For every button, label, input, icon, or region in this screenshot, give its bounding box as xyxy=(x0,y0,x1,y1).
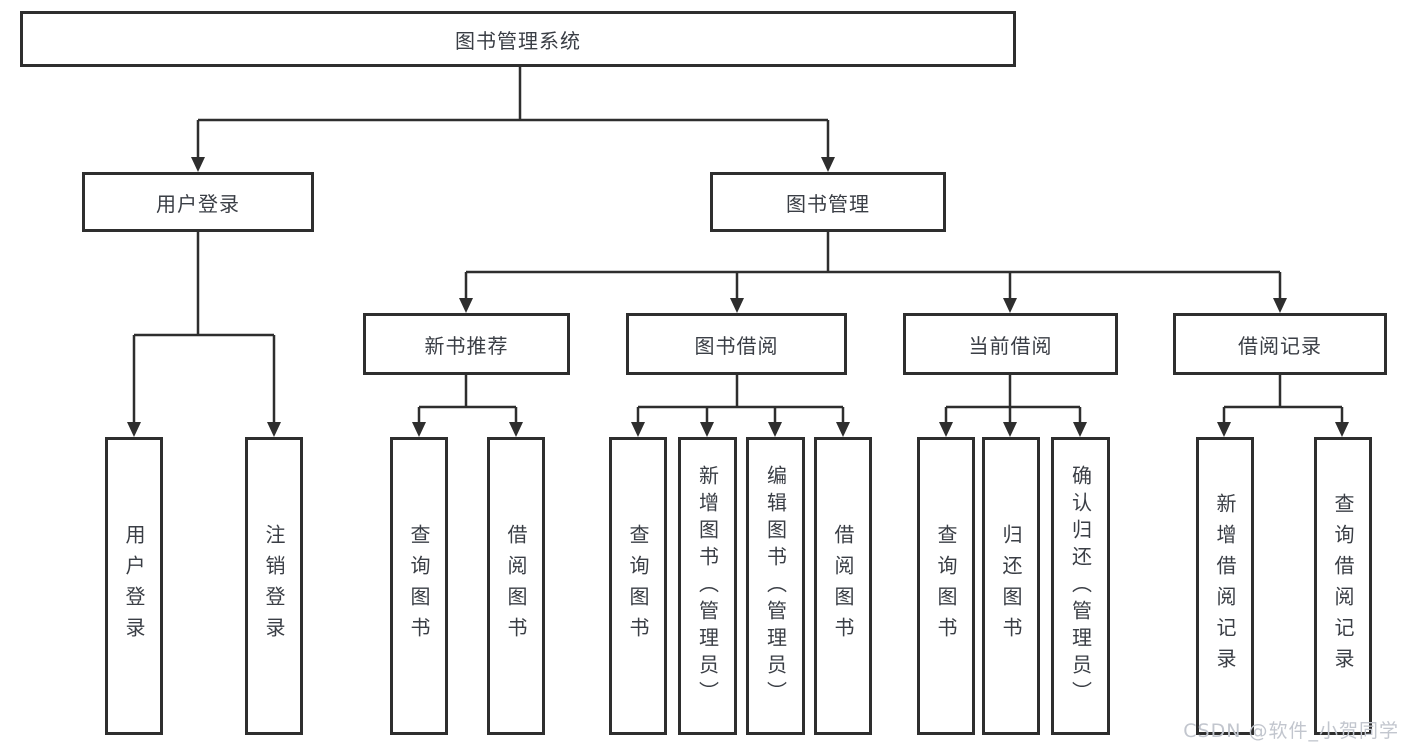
node-book-management: 图书管理 xyxy=(710,172,946,232)
leaf-add-borrow-record-label: 新增借阅记录 xyxy=(1213,493,1237,679)
leaf-logout: 注销登录 xyxy=(245,437,303,735)
node-book-borrow-label: 图书借阅 xyxy=(694,333,779,358)
node-current-borrow: 当前借阅 xyxy=(903,313,1118,375)
node-root: 图书管理系统 xyxy=(20,11,1016,67)
leaf-return-books-label: 归还图书 xyxy=(999,524,1023,648)
leaf-query-books-3-label: 查询图书 xyxy=(934,524,958,648)
connector-current-borrow-children xyxy=(939,375,1087,437)
node-borrow-record-label: 借阅记录 xyxy=(1238,333,1322,358)
connector-root-to-branches xyxy=(191,67,835,172)
connector-borrow-record-children xyxy=(1217,375,1349,437)
leaf-borrow-books-2: 借阅图书 xyxy=(814,437,872,735)
leaf-query-borrow-record: 查询借阅记录 xyxy=(1314,437,1372,735)
node-new-book-recommend: 新书推荐 xyxy=(363,313,570,375)
leaf-borrow-books-1: 借阅图书 xyxy=(487,437,545,735)
leaf-query-borrow-record-label: 查询借阅记录 xyxy=(1331,493,1355,679)
node-user-login-label: 用户登录 xyxy=(156,191,240,216)
node-current-borrow-label: 当前借阅 xyxy=(968,333,1053,358)
leaf-query-books-2-label: 查询图书 xyxy=(626,524,650,648)
node-new-book-recommend-label: 新书推荐 xyxy=(424,333,509,358)
leaf-query-books-1: 查询图书 xyxy=(390,437,448,735)
connector-book-borrow-children xyxy=(631,375,850,437)
leaf-user-login: 用户登录 xyxy=(105,437,163,735)
leaf-edit-books-admin: 编辑图书（管理员） xyxy=(746,437,805,735)
connector-user-login-children xyxy=(127,232,281,437)
leaf-add-books-admin-label: 新增图书（管理员） xyxy=(695,464,720,708)
leaf-confirm-return-admin-label: 确认归还（管理员） xyxy=(1068,464,1093,708)
node-user-login: 用户登录 xyxy=(82,172,314,232)
connector-new-book-children xyxy=(412,375,523,437)
csdn-watermark: CSDN @软件_小贺同学 xyxy=(1183,720,1399,742)
node-book-borrow: 图书借阅 xyxy=(626,313,847,375)
leaf-user-login-label: 用户登录 xyxy=(122,524,146,648)
leaf-query-books-3: 查询图书 xyxy=(917,437,975,735)
leaf-logout-label: 注销登录 xyxy=(262,524,286,648)
node-root-label: 图书管理系统 xyxy=(455,28,581,53)
leaf-borrow-books-2-label: 借阅图书 xyxy=(831,524,855,648)
leaf-query-books-2: 查询图书 xyxy=(609,437,667,735)
leaf-add-borrow-record: 新增借阅记录 xyxy=(1196,437,1254,735)
leaf-add-books-admin: 新增图书（管理员） xyxy=(678,437,737,735)
leaf-edit-books-admin-label: 编辑图书（管理员） xyxy=(763,464,788,708)
leaf-query-books-1-label: 查询图书 xyxy=(407,524,431,648)
node-borrow-record: 借阅记录 xyxy=(1173,313,1387,375)
node-book-management-label: 图书管理 xyxy=(786,191,870,216)
leaf-borrow-books-1-label: 借阅图书 xyxy=(504,524,528,648)
leaf-return-books: 归还图书 xyxy=(982,437,1040,735)
connector-book-mgmt-children xyxy=(459,232,1287,313)
leaf-confirm-return-admin: 确认归还（管理员） xyxy=(1051,437,1110,735)
